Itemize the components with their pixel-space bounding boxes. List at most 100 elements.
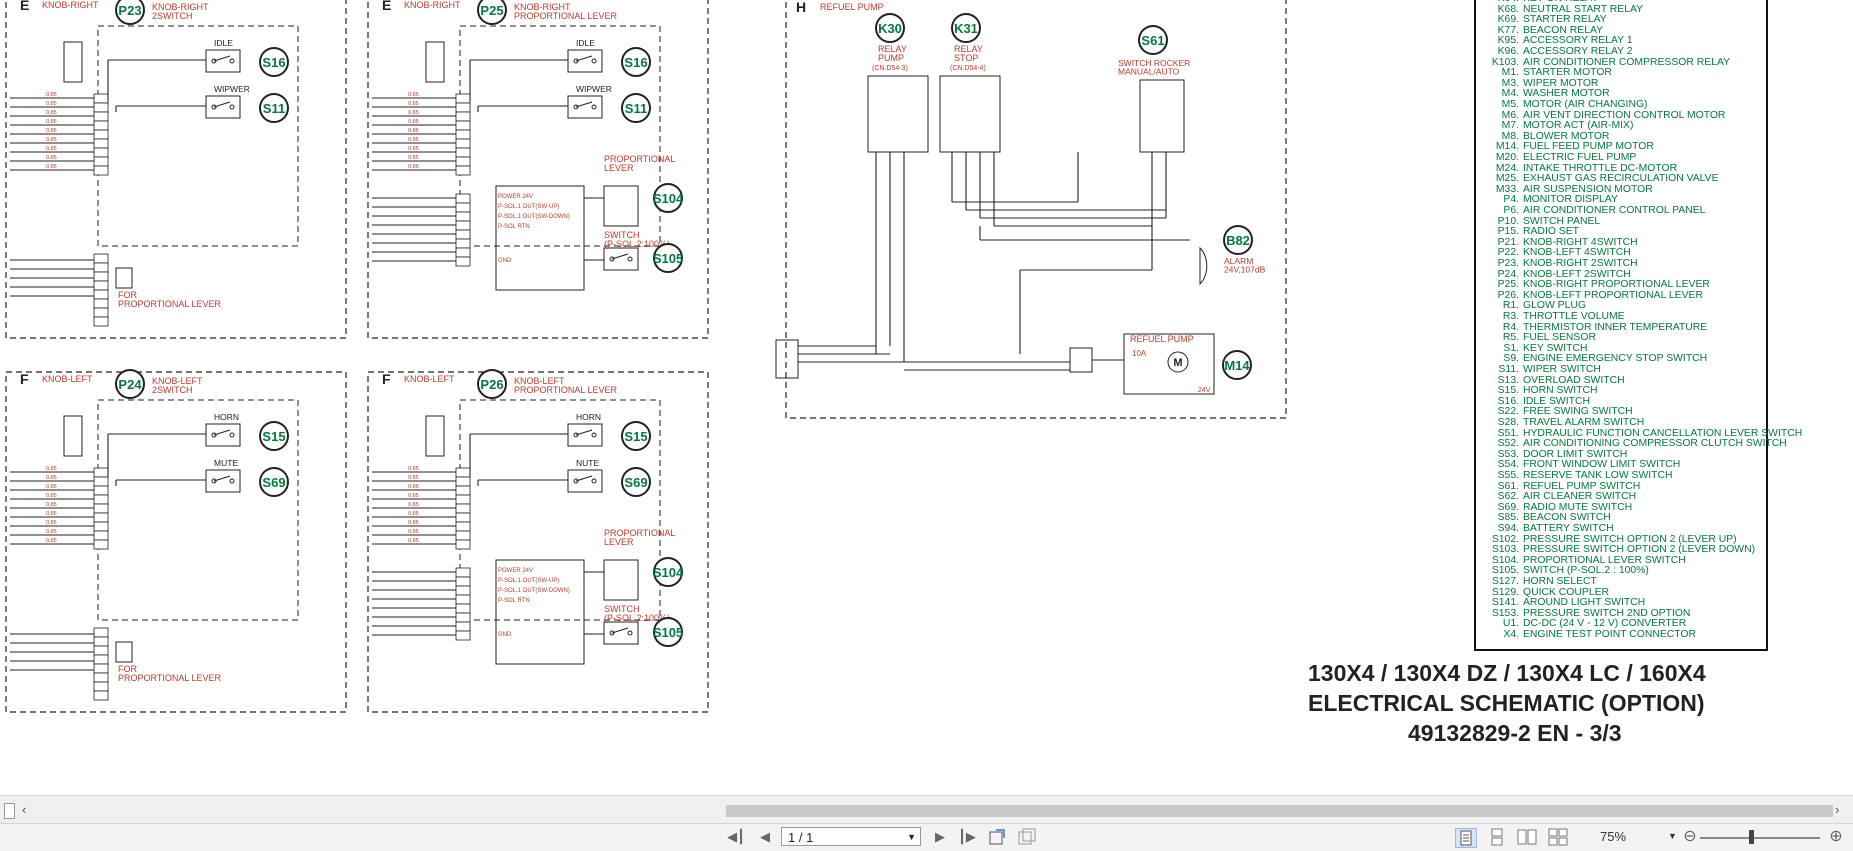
connector-pin — [93, 289, 109, 300]
zoom-out-icon[interactable]: ⊖ — [1683, 828, 1697, 845]
legend-description: FREE SWING SWITCH — [1523, 406, 1633, 418]
connector-pin — [455, 211, 471, 222]
legend-description: IDLE SWITCH — [1523, 395, 1590, 407]
legend-code: S51. — [1497, 427, 1519, 439]
legend-code: K77. — [1497, 24, 1519, 36]
legend-description: FUEL SENSOR — [1523, 332, 1596, 344]
switch-contact — [591, 58, 597, 64]
pin-label: P-SOL RTN — [498, 224, 530, 230]
legend-code: K96. — [1497, 46, 1519, 57]
alarm-symbol — [1199, 246, 1208, 286]
component-symbol — [1138, 25, 1168, 55]
single-page-view-icon[interactable] — [1455, 828, 1477, 848]
scrollbar-thumb[interactable] — [726, 805, 1833, 817]
legend-code: S28. — [1497, 417, 1519, 428]
switch-contact — [573, 104, 579, 110]
legend-item: S53.DOOR LIMIT SWITCH — [1480, 449, 1628, 460]
switch-symbol — [567, 423, 603, 447]
legend-description: ELECTRIC FUEL PUMP — [1523, 152, 1637, 163]
connector-block — [425, 41, 445, 83]
component-label: (CN.D54-4) — [950, 65, 986, 72]
connector-pin — [455, 147, 471, 158]
component-symbol — [621, 467, 651, 497]
wire-label: 0.85 — [408, 538, 419, 544]
control-box — [495, 559, 585, 665]
component-id: M14 — [1224, 358, 1250, 373]
footnote: FOR — [118, 664, 137, 674]
pin-label: GND — [498, 632, 512, 638]
two-page-view-icon[interactable] — [1516, 828, 1538, 846]
section-title: KNOB-RIGHT — [42, 0, 99, 10]
connector-pin — [93, 280, 109, 291]
wire-label: 0.85 — [408, 128, 419, 134]
zoom-slider-thumb[interactable] — [1749, 830, 1754, 844]
connector-pin — [455, 238, 471, 249]
connector-pin — [455, 594, 471, 605]
zoom-select[interactable]: 75%▼ — [1600, 827, 1680, 846]
component-id: P25 — [480, 3, 503, 18]
legend-description: STARTER MOTOR — [1523, 67, 1612, 79]
wire — [213, 55, 231, 62]
switch-contact — [609, 630, 615, 636]
wire-label: 0.85 — [408, 484, 419, 490]
zoom-chevron-icon[interactable]: ▼ — [1668, 831, 1677, 841]
connector-pin — [93, 654, 109, 665]
legend-item: S28.TRAVEL ALARM SWITCH — [1480, 417, 1645, 428]
legend-description: THERMISTOR INNER TEMPERATURE — [1523, 321, 1708, 333]
continuous-view-icon[interactable] — [1487, 828, 1507, 846]
scroll-right-icon[interactable]: › — [1835, 802, 1840, 817]
legend-item: S141.AROUND LIGHT SWITCH — [1480, 597, 1645, 608]
connector-pin — [93, 636, 109, 647]
wire-label: 0.85 — [46, 128, 57, 134]
component-label: RELAY — [878, 44, 907, 54]
legend-item: M14.FUEL FEED PUMP MOTOR — [1480, 141, 1654, 152]
scroll-left-icon[interactable]: ‹ — [22, 802, 27, 817]
component-symbol — [259, 467, 289, 497]
legend-item: P21.KNOB-RIGHT 4SWITCH — [1480, 237, 1638, 248]
chevron-down-icon[interactable]: ▼ — [907, 832, 916, 842]
connector-pin — [93, 271, 109, 282]
connector-pin — [93, 262, 109, 273]
wire — [611, 253, 629, 260]
pin-label: P-SOL.1 OUT(SW-UP) — [498, 204, 559, 210]
section-letter: E — [20, 0, 29, 13]
legend-code: S62. — [1497, 491, 1519, 503]
connector-pin — [93, 539, 109, 550]
next-page-icon[interactable]: ▶ — [935, 829, 945, 844]
wire-label: 0.85 — [46, 164, 57, 170]
page-number-value: 1 / 1 — [788, 830, 814, 845]
connector-pin — [455, 485, 471, 496]
two-page-continuous-icon[interactable] — [1547, 828, 1569, 846]
wire-label: 0.85 — [408, 119, 419, 125]
previous-page-icon[interactable]: ◀ — [760, 829, 770, 844]
wire — [575, 475, 593, 482]
first-page-icon[interactable]: ◀┃ — [727, 829, 745, 844]
component-symbol — [115, 369, 145, 399]
relay-symbol — [939, 75, 1001, 153]
last-page-icon[interactable]: ┃▶ — [958, 829, 976, 844]
switch-label: WIPWER — [576, 84, 612, 94]
connector-pin — [455, 567, 471, 578]
pin-label: POWER 24V — [498, 568, 533, 574]
zoom-slider[interactable] — [1700, 837, 1820, 839]
wire-label: 0.85 — [46, 155, 57, 161]
switch-symbol — [205, 423, 241, 447]
component-id: S61 — [1141, 33, 1164, 48]
connector-pin — [455, 467, 471, 478]
legend-item: M6.AIR VENT DIRECTION CONTROL MOTOR — [1480, 110, 1726, 121]
switch-contact — [573, 432, 579, 438]
connector-pin — [455, 476, 471, 487]
horizontal-scrollbar[interactable]: ‹ › — [0, 795, 1853, 824]
legend-description: EXHAUST GAS RECIRCULATION VALVE — [1523, 173, 1719, 185]
rotate-page-icon[interactable] — [988, 828, 1008, 846]
component-id: K30 — [878, 21, 902, 36]
fuse-label: 10A — [1132, 349, 1147, 358]
component-id: S69 — [624, 475, 647, 490]
sidebar-toggle[interactable] — [4, 803, 15, 819]
page-number-input[interactable]: 1 / 1 ▼ — [781, 827, 921, 846]
legend-item: S103.PRESSURE SWITCH OPTION 2 (LEVER DOW… — [1480, 544, 1755, 555]
switch-label: HORN — [214, 412, 239, 422]
zoom-in-icon[interactable]: ⊕ — [1829, 828, 1843, 845]
fit-page-icon[interactable] — [1017, 828, 1037, 846]
